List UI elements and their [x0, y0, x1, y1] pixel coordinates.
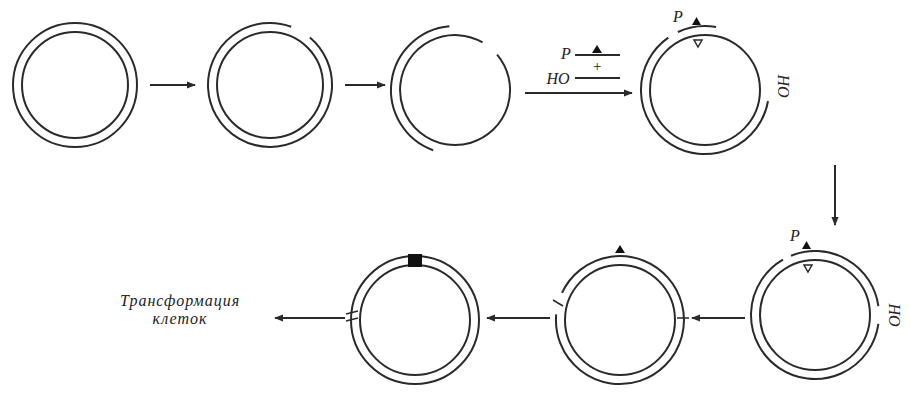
- plasmid-outer-strand: [351, 256, 479, 384]
- strand-end-label: P: [790, 227, 800, 245]
- strand-end-label: P: [561, 45, 571, 63]
- partial-strand: [391, 26, 449, 150]
- template-strand: [565, 265, 675, 375]
- plasmid-inner-strand: [360, 265, 470, 375]
- nick-mark: [346, 311, 358, 314]
- template-strand: [760, 260, 870, 370]
- mutation-triangle: [802, 241, 811, 249]
- template-strand: [650, 35, 760, 145]
- oligo-strand: [575, 54, 620, 56]
- mutation-triangle: [592, 45, 602, 53]
- annealed-oligo: [678, 26, 716, 32]
- nick-mark: [553, 300, 563, 306]
- step-arrow: [487, 317, 550, 319]
- nick-mark: [677, 317, 689, 319]
- step-arrow: [150, 84, 195, 86]
- mismatch-mark: [694, 40, 702, 47]
- step-arrow: [834, 165, 836, 225]
- strand-end-label: HO: [546, 70, 569, 88]
- nicked-strand: [208, 23, 332, 147]
- extended-strand: [791, 251, 878, 306]
- plasmid-inner-strand: [22, 32, 128, 138]
- nick-mark: [346, 318, 358, 321]
- mutation-block: [408, 254, 422, 267]
- strand-end-label: HO: [774, 74, 792, 97]
- step-arrow: [525, 92, 632, 94]
- strand-end-label: HO: [885, 303, 903, 326]
- mismatch-mark: [804, 265, 812, 272]
- step-arrow: [275, 317, 345, 319]
- step-arrow: [345, 84, 385, 86]
- strand-end-label: +: [592, 58, 602, 75]
- plasmid-inner-strand: [217, 32, 323, 138]
- strand-end-label: P: [673, 8, 683, 26]
- partial-strand: [641, 38, 768, 154]
- step-arrow: [692, 317, 745, 319]
- step-caption: Трансформация клеток: [105, 292, 255, 327]
- ligated-strand: [556, 256, 684, 384]
- plasmid-outer-strand: [13, 23, 137, 147]
- mutation-triangle: [692, 17, 701, 25]
- partial-strand: [751, 260, 878, 379]
- single-strand-circle: [400, 35, 510, 145]
- oligo-strand: [575, 77, 620, 79]
- mutation-triangle: [615, 245, 625, 253]
